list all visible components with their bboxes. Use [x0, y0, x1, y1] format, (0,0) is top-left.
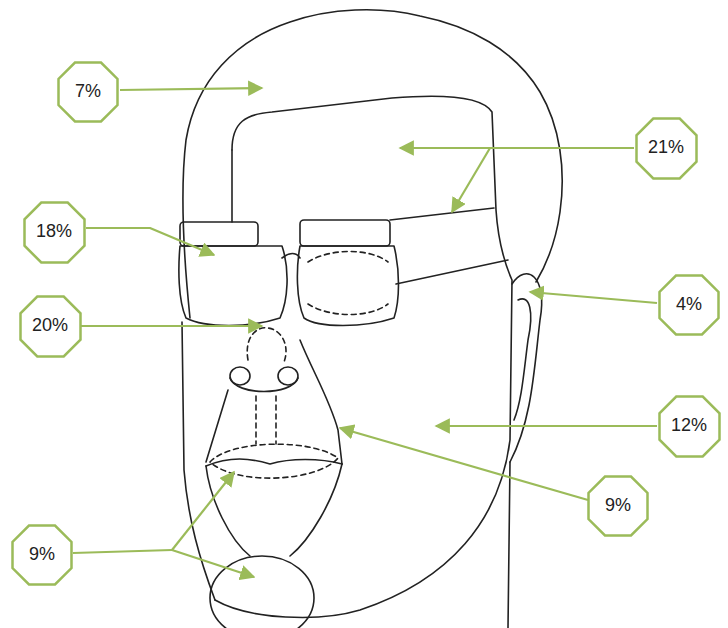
lower-lip-right	[290, 464, 342, 556]
callout-octagon: 7%	[57, 61, 119, 123]
callout-number: 21%	[648, 138, 684, 158]
callout-octagon: 9%	[587, 475, 649, 537]
callout-octagon: 21%	[635, 117, 698, 180]
forehead-line	[390, 208, 494, 220]
leader-arrow	[452, 148, 490, 212]
octagon-outline	[59, 63, 118, 122]
face-left-edge	[231, 150, 233, 222]
callout-octagon: 18%	[23, 201, 86, 264]
octagon-outline	[636, 118, 696, 178]
octagon-outline	[659, 396, 719, 456]
leader-arrow	[73, 550, 172, 553]
octagon-outline	[20, 296, 80, 356]
eyebrow-right	[300, 220, 390, 246]
callout-number: 7%	[75, 82, 101, 102]
face-outline	[215, 96, 512, 617]
callout-octagon: 9%	[11, 524, 73, 586]
head-outline	[183, 10, 562, 318]
eye-region-right	[297, 246, 398, 326]
octagon-outline	[13, 526, 72, 585]
glasses-bridge	[282, 254, 300, 259]
callout-number: 9%	[605, 496, 631, 516]
octagon-outline	[660, 276, 719, 335]
upper-lip-left	[206, 390, 228, 462]
nasolabial-right	[300, 340, 342, 464]
lip-line	[206, 459, 342, 466]
leader-arrow	[400, 147, 634, 149]
neck	[508, 462, 510, 628]
nose-base	[230, 378, 298, 392]
eyebrow-left	[180, 222, 258, 246]
nose-dashed	[247, 328, 286, 362]
callout-octagon: 4%	[658, 274, 720, 336]
ear-inner	[514, 299, 531, 420]
octagon-outline	[24, 202, 84, 262]
leader-arrow	[172, 550, 254, 577]
orbit-dashed	[308, 252, 388, 315]
mouth-dashed	[210, 444, 338, 478]
cheek-line	[396, 260, 508, 284]
callout-octagon: 20%	[19, 295, 82, 358]
philtrum-dashed	[256, 396, 276, 444]
callout-number: 12%	[671, 416, 707, 436]
leader-arrow	[120, 88, 262, 90]
ear	[510, 274, 542, 462]
callout-number: 9%	[29, 545, 55, 565]
callout-number: 4%	[676, 295, 702, 315]
eye-region-left	[179, 246, 287, 326]
callout-number: 18%	[36, 222, 72, 242]
leader-arrow	[172, 472, 234, 550]
leader-arrow	[340, 428, 588, 500]
leader-arrow	[86, 228, 214, 255]
octagon-outline	[589, 477, 648, 536]
callout-octagon: 12%	[658, 395, 721, 458]
leader-arrow	[436, 425, 657, 427]
leader-arrow	[81, 325, 262, 327]
callout-number: 20%	[32, 316, 68, 336]
leader-arrow	[530, 292, 657, 303]
